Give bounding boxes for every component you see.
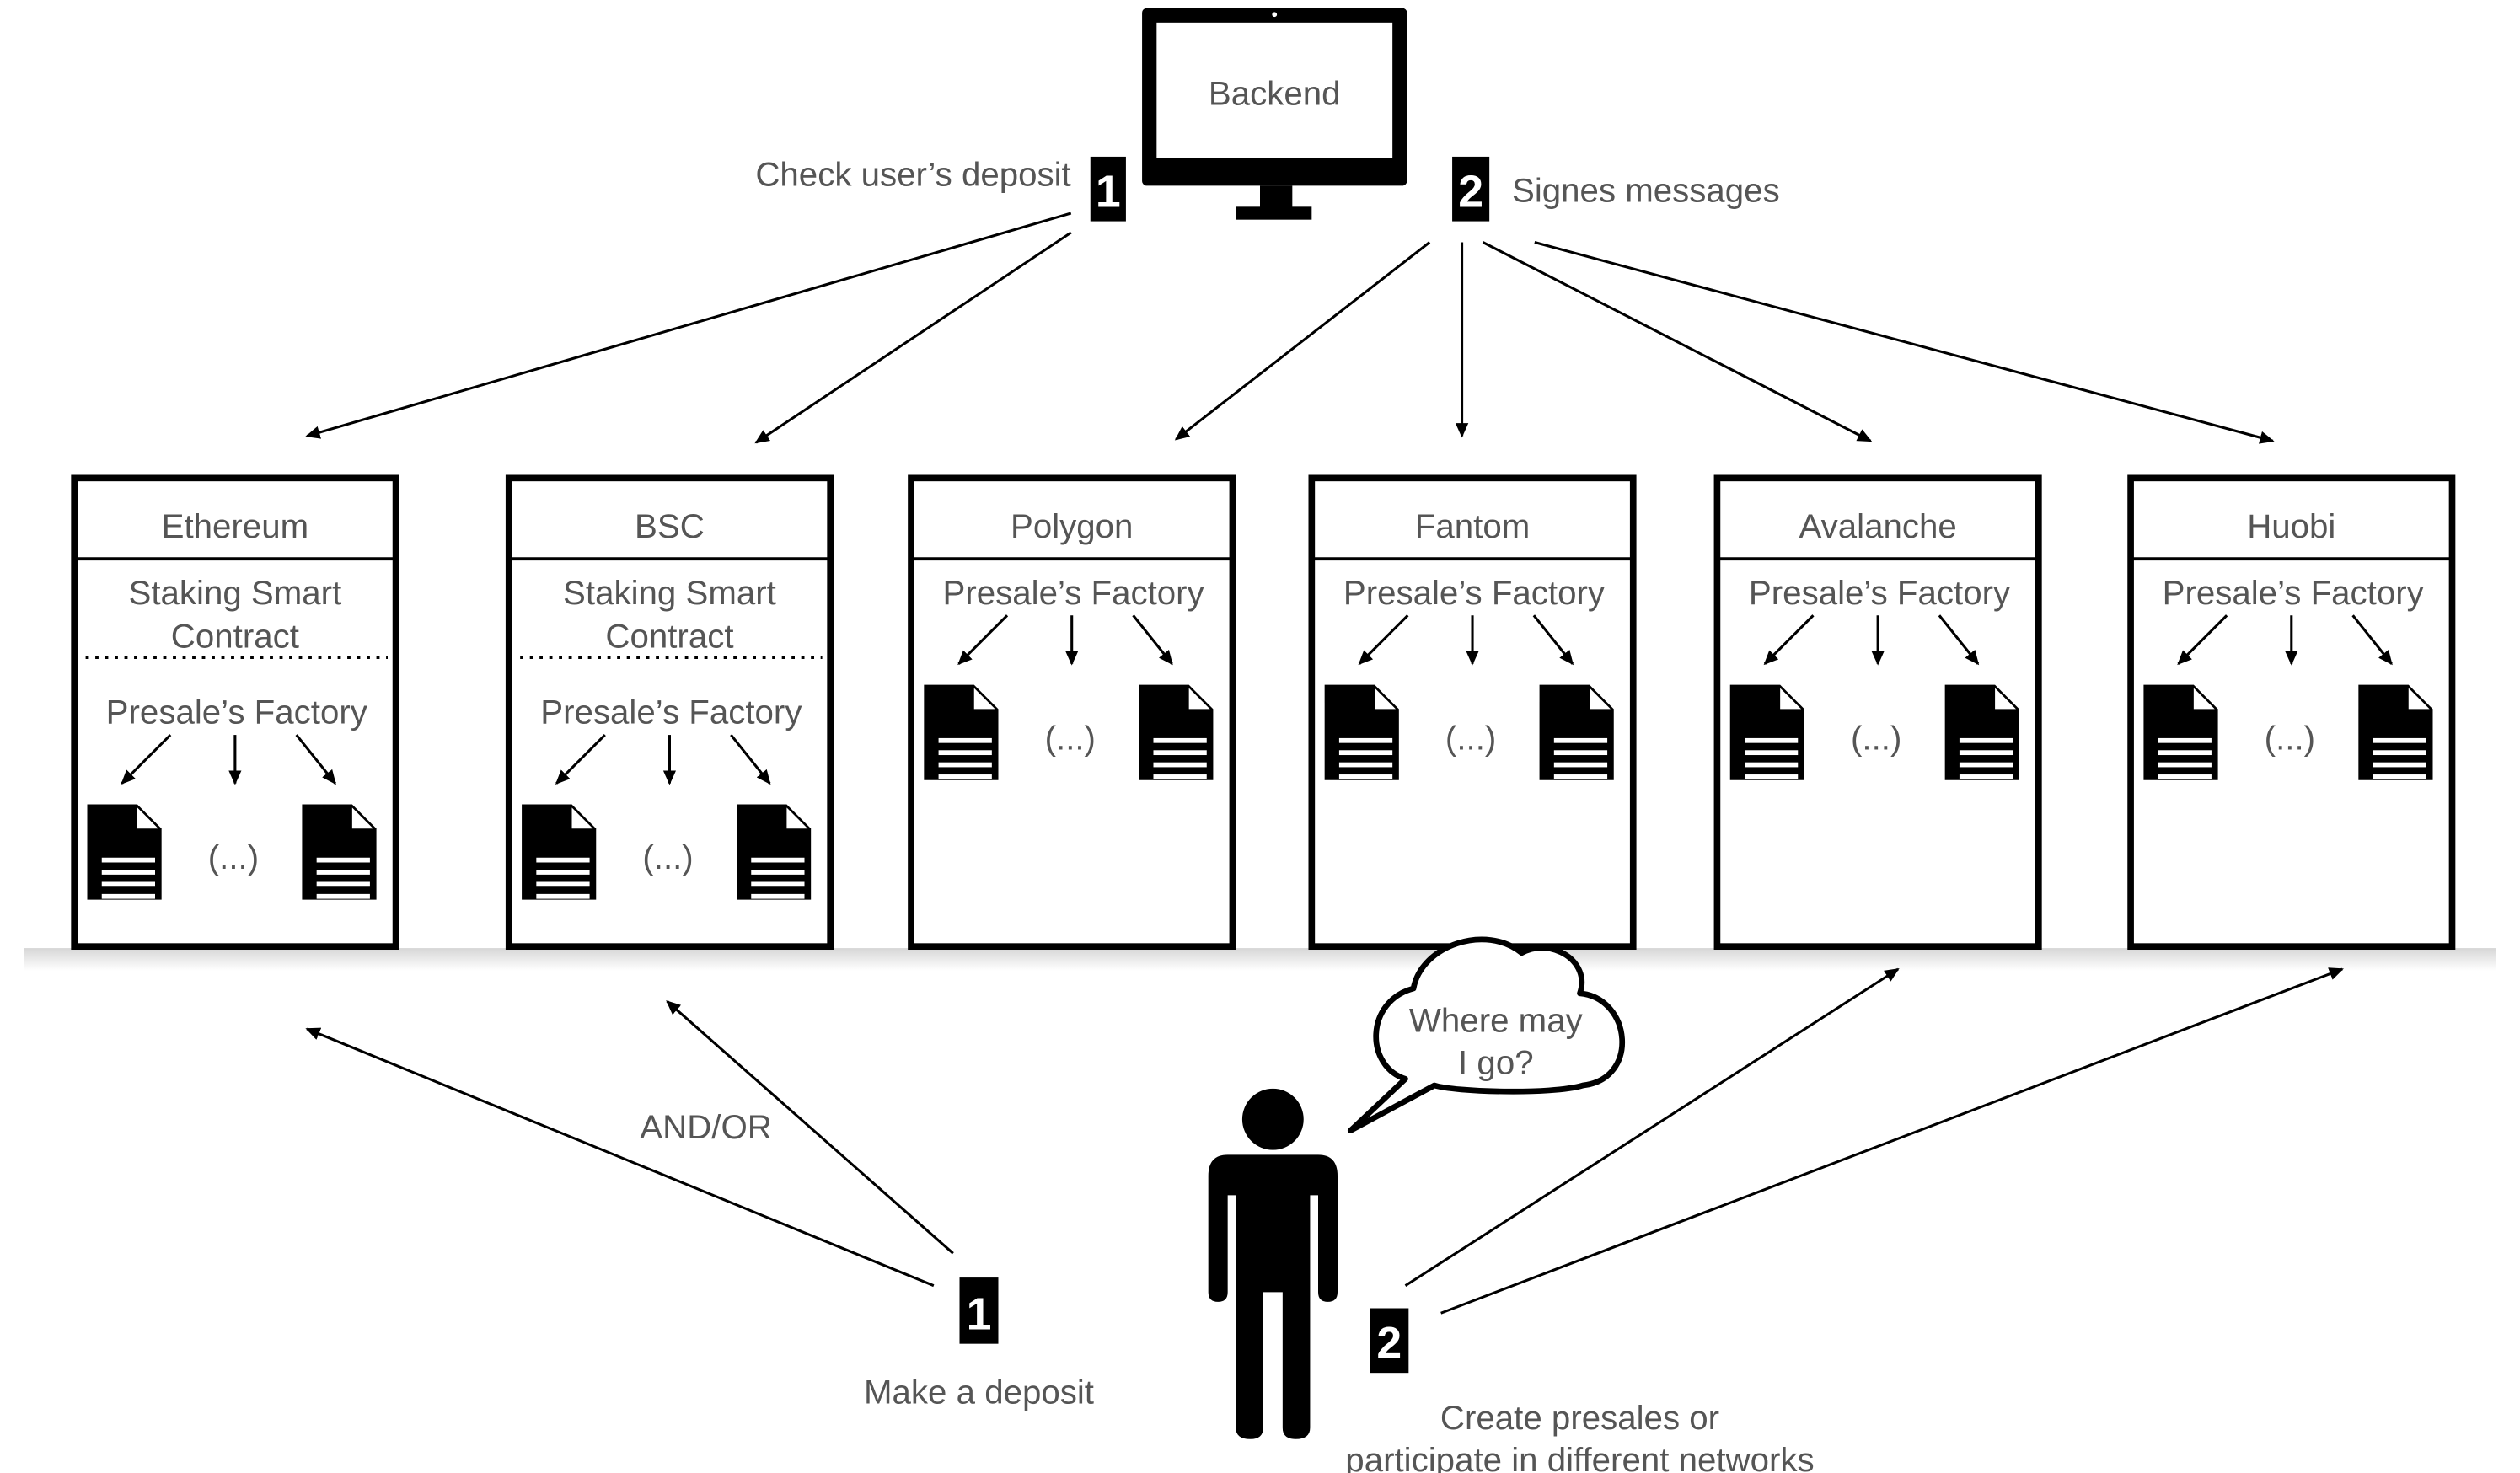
step-number: 1: [967, 1288, 992, 1339]
step-number: 2: [1376, 1318, 1402, 1369]
arrow-to-huobi: [1534, 241, 2275, 444]
step-label: Check user’s deposit: [755, 155, 1070, 193]
staking-contract-label-line-1: Staking Smart: [128, 574, 341, 612]
arrow-to-avalanche: [1482, 241, 1873, 442]
factory-arrows: [555, 733, 771, 785]
presale-factory-label: Presale’s Factory: [943, 574, 1205, 612]
ellipsis-label: (...): [1445, 719, 1496, 757]
contract-document-icon: [2143, 684, 2218, 780]
network-name: Polygon: [1011, 507, 1133, 545]
thought-cloud: Where may I go?: [1347, 936, 1625, 1134]
staking-contract-label-line-2: Contract: [605, 618, 733, 656]
ellipsis-label: (...): [2265, 719, 2315, 757]
factory-arrows: [121, 733, 336, 785]
arrow-to-huobi: [1440, 967, 2344, 1315]
step-label-line-2: participate in different networks: [1345, 1441, 1814, 1473]
contract-document-icon: [1139, 684, 1214, 780]
arrow-deposit-bsc: [666, 1000, 954, 1255]
ellipsis-label: (...): [1045, 719, 1096, 757]
contract-document-icon: [87, 804, 162, 900]
and-or-label: AND/OR: [640, 1108, 772, 1146]
contract-document-icon: [737, 804, 812, 900]
network-name: Fantom: [1415, 507, 1530, 545]
ellipsis-label: (...): [1851, 719, 1901, 757]
step-number: 2: [1458, 166, 1483, 217]
factory-arrows: [957, 614, 1173, 666]
network-name: Ethereum: [162, 507, 309, 545]
ellipsis-label: (...): [208, 838, 259, 876]
thought-line-2: I go?: [1458, 1044, 1534, 1082]
contract-document-icon: [2358, 684, 2433, 780]
contract-document-icon: [924, 684, 999, 780]
step-badge: [1370, 1308, 1409, 1374]
arrow-to-bsc: [754, 231, 1072, 444]
backend-arrows: [305, 212, 2275, 444]
presale-factory-label: Presale’s Factory: [1749, 574, 2011, 612]
user-person-icon: [1208, 1088, 1338, 1439]
presale-factory-label: Presale’s Factory: [2163, 574, 2425, 612]
step-badge: [1452, 156, 1490, 222]
contract-document-icon: [1324, 684, 1399, 780]
arrow-to-ethereum: [305, 212, 1072, 439]
arrow-to-avalanche: [1404, 967, 1900, 1287]
user-step-1: 1 Make a deposit: [864, 1277, 1094, 1411]
presale-factory-label: Presale’s Factory: [540, 694, 802, 731]
network-name: BSC: [635, 507, 705, 545]
factory-arrows: [1358, 614, 1574, 666]
presale-factory-label: Presale’s Factory: [106, 694, 368, 731]
contract-document-icon: [1539, 684, 1614, 780]
step-label: Make a deposit: [864, 1374, 1094, 1411]
step-label: Signes messages: [1512, 172, 1780, 210]
staking-contract-label-line-1: Staking Smart: [563, 574, 776, 612]
thought-line-1: Where may: [1409, 1002, 1584, 1040]
backend-step-1: 1 Check user’s deposit: [755, 155, 1126, 222]
backend-step-2: 2 Signes messages: [1452, 156, 1780, 222]
backend-monitor-icon: [1142, 8, 1407, 220]
contract-document-icon: [522, 804, 597, 900]
contract-document-icon: [302, 804, 377, 900]
staking-contract-label-line-2: Contract: [171, 618, 299, 656]
step-label-line-1: Create presales or: [1440, 1399, 1719, 1437]
presale-factory-label: Presale’s Factory: [1343, 574, 1606, 612]
step-badge: [1090, 156, 1126, 222]
backend-label: Backend: [1209, 75, 1341, 113]
network-name: Avalanche: [1799, 507, 1957, 545]
arrow-deposit-ethereum: [305, 1027, 935, 1288]
user-arrows: [305, 967, 2344, 1315]
ellipsis-label: (...): [642, 838, 693, 876]
factory-arrows: [1763, 614, 1980, 666]
step-number: 1: [1096, 166, 1121, 217]
arrow-to-polygon: [1174, 241, 1431, 441]
step-badge: [959, 1277, 999, 1344]
user-step-2: 2 Create presales or participate in diff…: [1345, 1308, 1815, 1473]
contract-document-icon: [1729, 684, 1804, 780]
contract-document-icon: [1944, 684, 2019, 780]
factory-arrows: [2177, 614, 2393, 666]
network-name: Huobi: [2247, 507, 2335, 545]
